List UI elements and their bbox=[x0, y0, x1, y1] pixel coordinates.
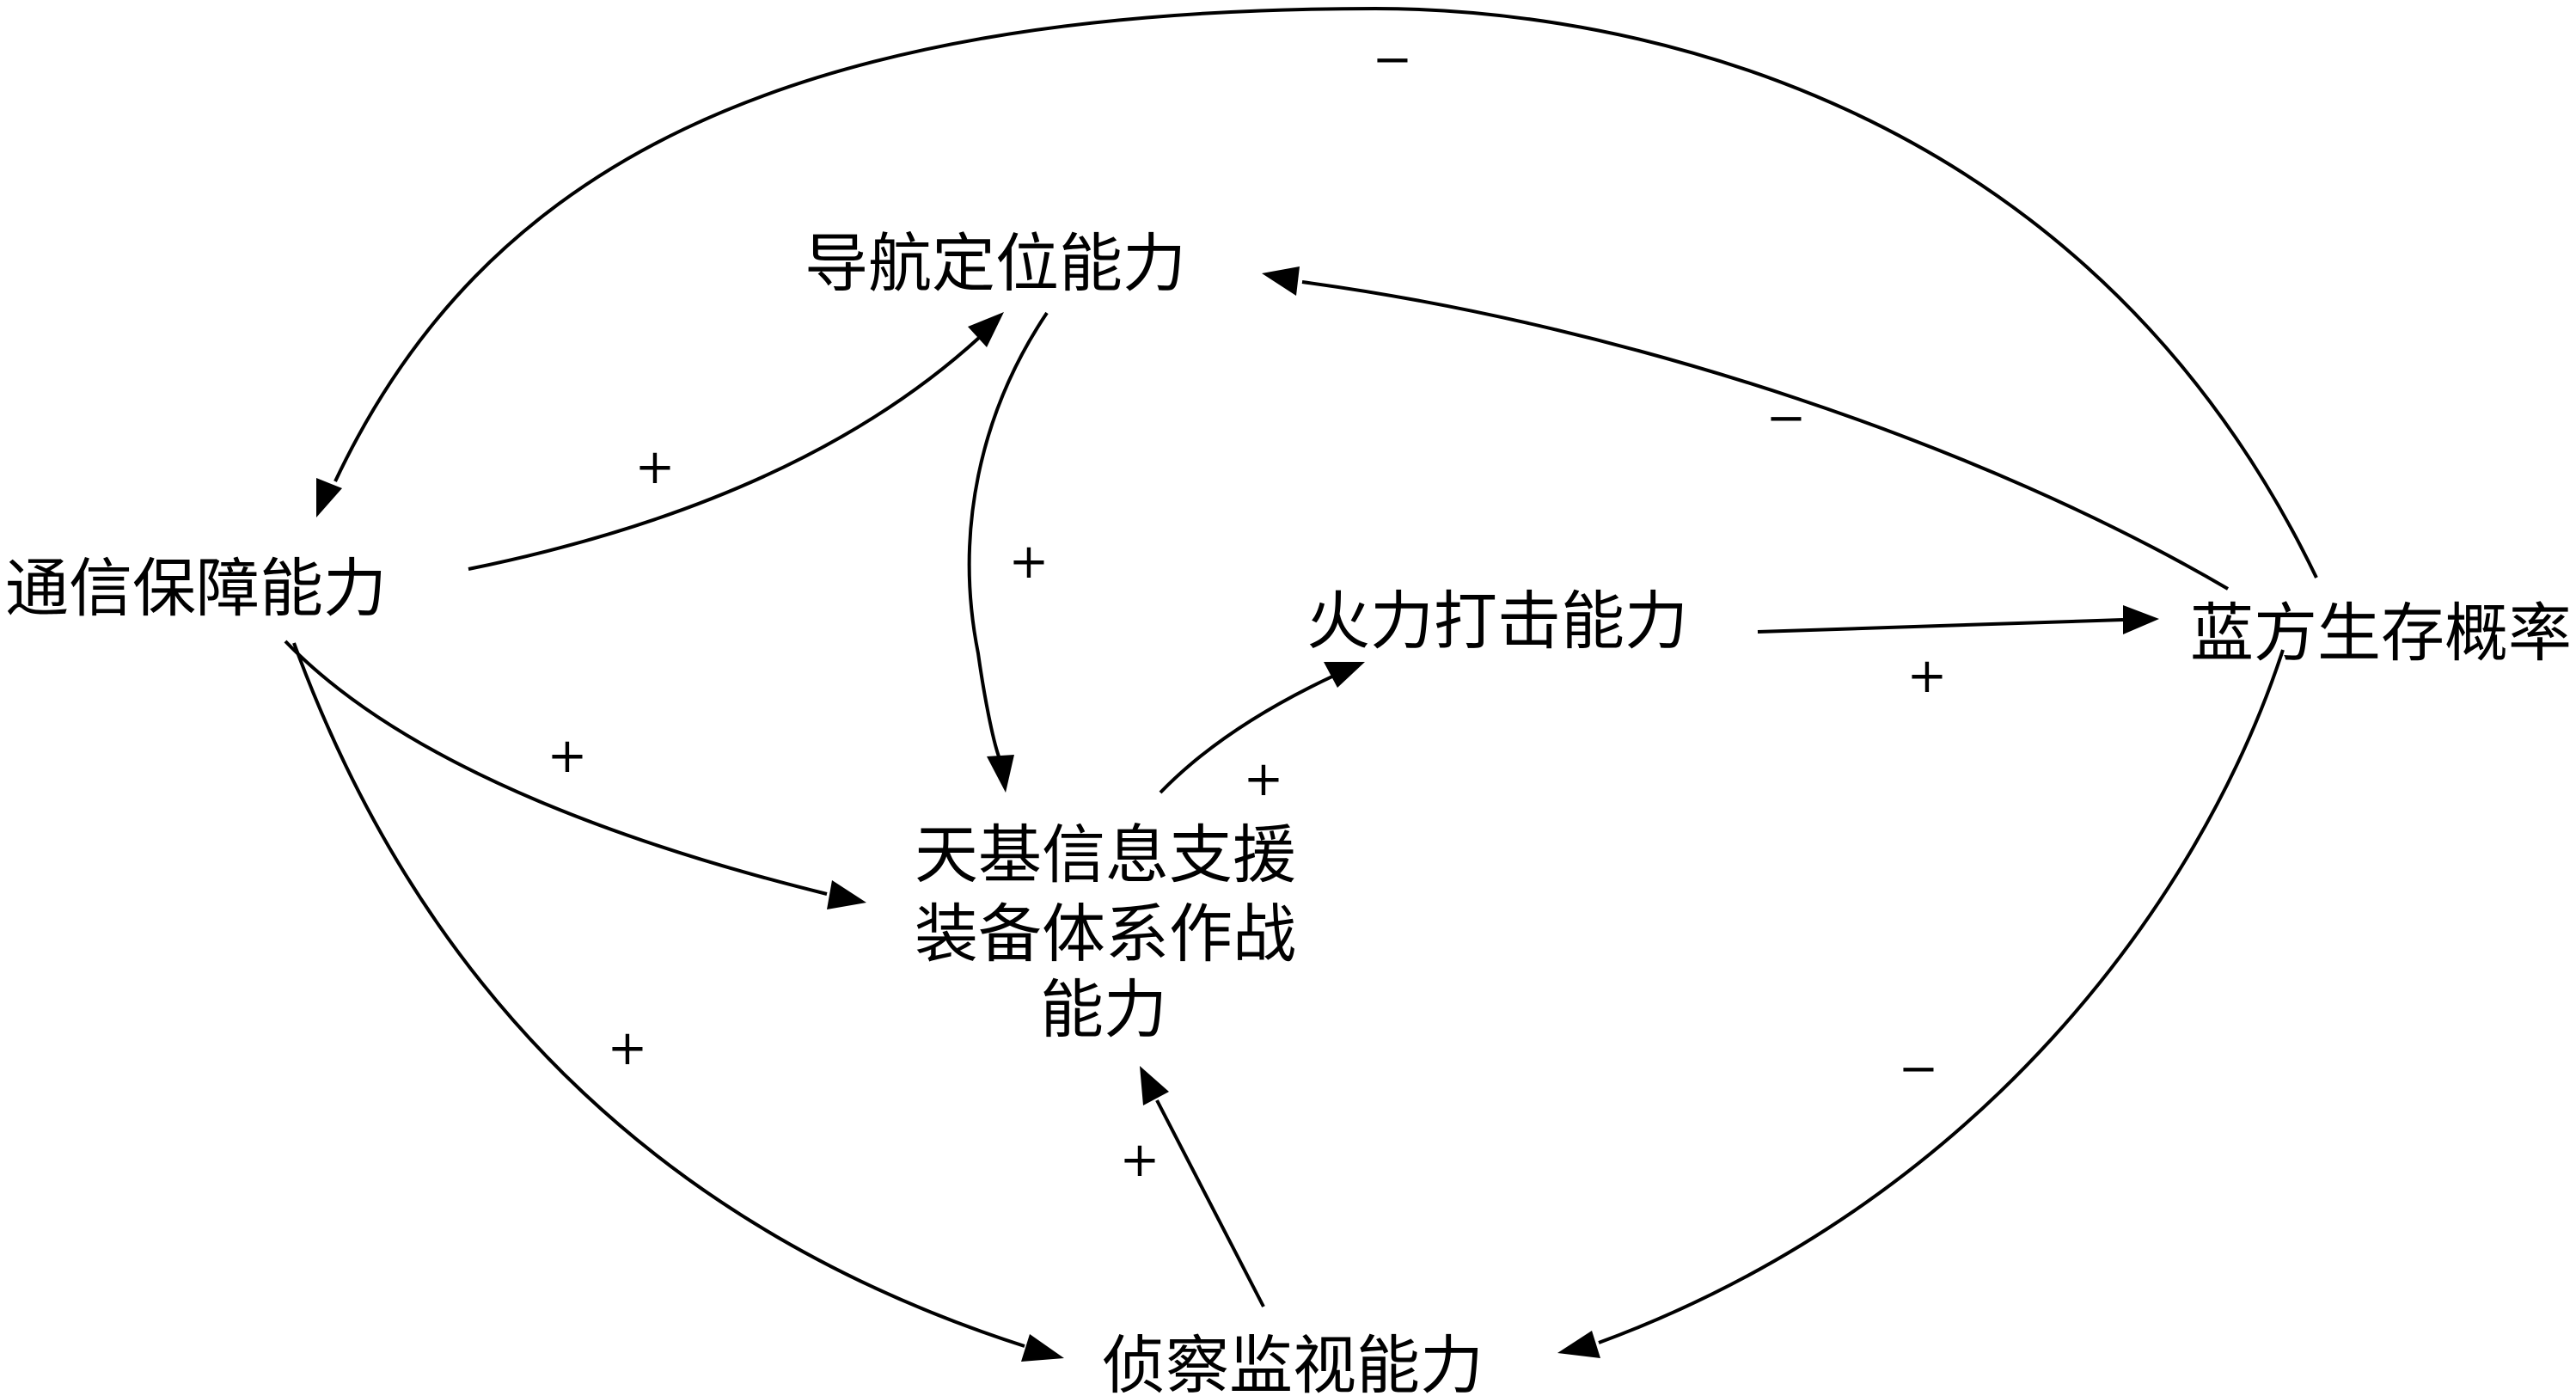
polarity-comm-core: + bbox=[548, 728, 588, 784]
polarity-blue-comm: − bbox=[1373, 32, 1413, 88]
node-nav: 导航定位能力 bbox=[805, 227, 1186, 301]
edge-fire-to-blue bbox=[1757, 618, 2124, 634]
polarity-core-fire: + bbox=[1244, 751, 1284, 807]
arrowhead-recon-from-blue bbox=[1557, 1331, 1600, 1358]
arrowhead-nav-from-comm bbox=[968, 312, 1004, 347]
edge-blue-to-nav bbox=[1301, 280, 2230, 591]
arrowhead-core-from-recon bbox=[1140, 1066, 1169, 1105]
edge-recon-to-core bbox=[1155, 1099, 1265, 1307]
edge-comm-to-nav bbox=[468, 335, 982, 571]
edge-nav-to-core bbox=[967, 311, 1049, 757]
node-comm: 通信保障能力 bbox=[5, 552, 387, 626]
edge-comm-to-core bbox=[284, 640, 828, 896]
arrowhead-blue-from-fire bbox=[2123, 605, 2159, 634]
arrowhead-nav-from-blue bbox=[1262, 266, 1300, 296]
node-recon: 侦察监视能力 bbox=[1102, 1329, 1484, 1396]
arrowhead-recon-from-comm bbox=[1021, 1334, 1064, 1362]
polarity-nav-core: + bbox=[1009, 534, 1049, 590]
node-fire: 火力打击能力 bbox=[1306, 585, 1688, 658]
arrowhead-core-from-nav bbox=[987, 755, 1014, 793]
polarity-blue-recon: − bbox=[1899, 1041, 1939, 1097]
edge-comm-to-recon bbox=[292, 642, 1025, 1348]
edge-core-to-fire bbox=[1159, 674, 1335, 794]
node-blue: 蓝方生存概率 bbox=[2190, 597, 2572, 670]
polarity-recon-core: + bbox=[1120, 1132, 1160, 1188]
polarity-blue-nav: − bbox=[1766, 390, 1807, 446]
arrowhead-fire-from-core bbox=[1324, 662, 1365, 688]
polarity-comm-recon: + bbox=[608, 1020, 648, 1076]
node-core-line-2: 装备体系作战 bbox=[915, 897, 1296, 971]
node-core-line-1: 天基信息支援 bbox=[915, 818, 1296, 892]
arrowhead-comm-from-blue bbox=[316, 478, 342, 517]
node-core-line-3: 能力 bbox=[1040, 973, 1167, 1047]
polarity-fire-blue: + bbox=[1907, 648, 1948, 704]
polarity-comm-nav: + bbox=[635, 439, 676, 495]
edge-blue-to-comm bbox=[333, 6, 2318, 579]
arrowhead-core-from-comm bbox=[827, 880, 866, 909]
edge-blue-to-recon bbox=[1598, 649, 2285, 1344]
